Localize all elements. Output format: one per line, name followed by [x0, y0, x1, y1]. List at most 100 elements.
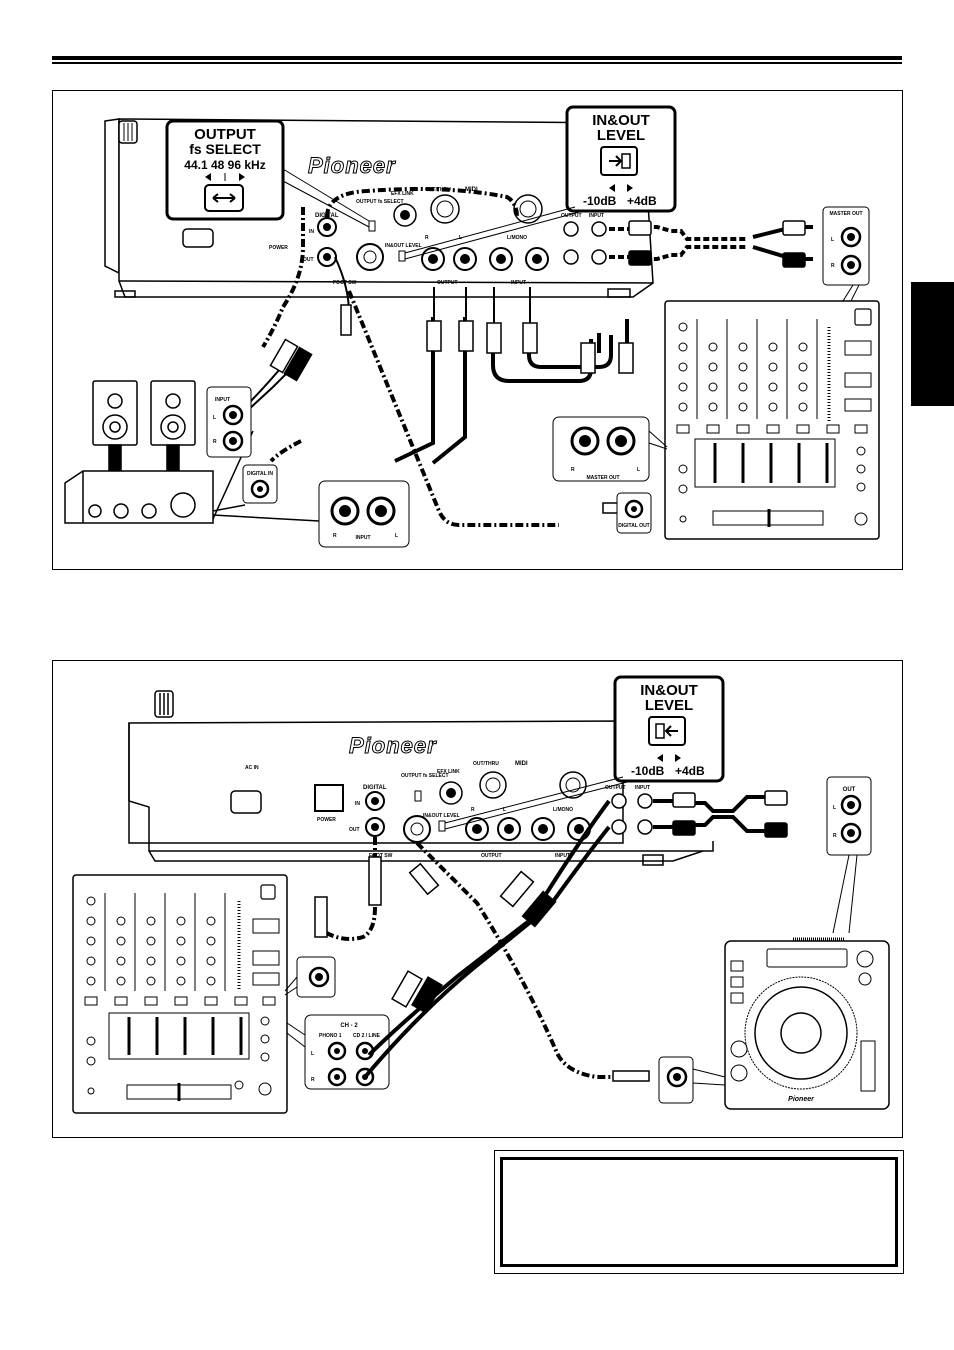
label-output-r-2: R: [471, 807, 475, 813]
label-in-out-level-2: IN&OUT LEVEL: [423, 813, 460, 819]
output-jack-l-2[interactable]: [497, 817, 521, 841]
digital-in-jack-2[interactable]: [365, 791, 385, 811]
section-tab: [911, 282, 954, 406]
svg-text:OUT: OUT: [843, 787, 856, 793]
midi-jack-2a[interactable]: [479, 771, 507, 799]
mixer-master-out-box: R L MASTER OUT: [552, 416, 668, 482]
fs-select-switch[interactable]: [368, 220, 376, 232]
connection-diagram-1: Pioneer DIGITAL IN OUT POWER FOOT SW OUT…: [52, 90, 903, 570]
header-rule-thick: [52, 56, 902, 60]
output-jack-l[interactable]: [453, 247, 477, 271]
label-in-out-level: IN&OUT LEVEL: [385, 243, 422, 249]
cd-player: [724, 937, 890, 1110]
svg-text:DIGITAL OUT: DIGITAL OUT: [618, 523, 649, 529]
svg-text:L: L: [833, 805, 836, 811]
label-in: IN: [309, 229, 314, 235]
rca-output-jacks[interactable]: [563, 221, 607, 265]
label-output-r: R: [425, 235, 429, 241]
svg-text:-10dB: -10dB: [631, 764, 665, 778]
cdj-brand-logo: Pioneer: [788, 1096, 815, 1103]
speakers: [92, 380, 196, 480]
svg-text:L: L: [311, 1051, 314, 1057]
efx-link-jack[interactable]: [393, 203, 417, 227]
svg-text:R: R: [311, 1077, 315, 1083]
top-knob: [118, 120, 138, 144]
foot-sw-jack-2[interactable]: [403, 815, 431, 843]
label-power-2: POWER: [317, 817, 336, 823]
label-input: INPUT: [511, 280, 526, 286]
svg-text:L: L: [395, 533, 398, 539]
input-jack-r[interactable]: [489, 247, 513, 271]
digital-out-jack[interactable]: [317, 247, 337, 267]
digital-cables: [261, 187, 559, 527]
power-switch[interactable]: [314, 784, 344, 812]
svg-text:+4dB: +4dB: [627, 194, 657, 208]
svg-text:44.1 48 96 kHz: 44.1 48 96 kHz: [184, 158, 265, 172]
svg-text:R: R: [571, 467, 575, 473]
svg-text:IN&OUT: IN&OUT: [640, 682, 698, 699]
svg-text:IN&OUT: IN&OUT: [592, 112, 650, 129]
input-jack-l[interactable]: [525, 247, 549, 271]
label-efx-link: EFX LINK: [391, 191, 414, 197]
callout-output-fs-select: OUTPUT fs SELECT 44.1 48 96 kHz: [165, 119, 370, 228]
cdj-out-box: OUT L R: [826, 776, 872, 934]
svg-text:PHONO 1: PHONO 1: [319, 1033, 342, 1039]
label-out-2: OUT: [349, 827, 360, 833]
level-switch[interactable]: [398, 250, 406, 262]
svg-text:INPUT: INPUT: [215, 397, 230, 403]
label-l-mono: L/MONO: [507, 235, 527, 241]
midi-jack-2[interactable]: [513, 194, 543, 224]
note-box: [500, 1157, 898, 1267]
label-rca-output: OUTPUT: [561, 213, 582, 219]
brand-logo: Pioneer: [308, 153, 396, 178]
svg-text:R: R: [333, 533, 337, 539]
label-output-l-2: L: [503, 807, 506, 813]
svg-text:L: L: [637, 467, 640, 473]
label-rca-output-2: OUTPUT: [605, 785, 626, 791]
phone-cables: [394, 317, 629, 465]
svg-text:INPUT: INPUT: [356, 535, 371, 541]
svg-text:R: R: [833, 833, 837, 839]
dj-mixer: [664, 300, 880, 540]
label-input-2: INPUT: [555, 853, 570, 859]
svg-text:LEVEL: LEVEL: [597, 127, 645, 144]
svg-text:CD 2 / LINE: CD 2 / LINE: [353, 1033, 381, 1039]
label-fs-select-2: OUTPUT fs SELECT: [401, 773, 449, 779]
digital-cables-2: [321, 837, 641, 1079]
output-jack-r[interactable]: [421, 247, 445, 271]
amp-input-box: INPUT L R: [206, 386, 252, 458]
svg-text:L: L: [213, 415, 216, 421]
label-rca-input: INPUT: [589, 213, 604, 219]
digital-in-box: DIGITAL IN: [242, 464, 278, 504]
label-fs-select: OUTPUT fs SELECT: [356, 199, 404, 205]
label-digital-2: DIGITAL: [363, 785, 387, 791]
level-switch-2[interactable]: [438, 820, 446, 832]
svg-text:L: L: [831, 237, 834, 243]
rca-jacks-2[interactable]: [611, 793, 653, 835]
svg-text:OUTPUT: OUTPUT: [194, 126, 256, 143]
svg-text:fs SELECT: fs SELECT: [189, 141, 261, 157]
brand-logo-2: Pioneer: [349, 733, 437, 758]
fs-select-switch-2[interactable]: [414, 790, 422, 802]
master-out-box: MASTER OUT L R: [822, 206, 870, 302]
label-midi-2: MIDI: [515, 761, 528, 767]
svg-text:R: R: [831, 263, 835, 269]
label-foot-sw-2: FOOT SW: [369, 853, 393, 859]
label-out: OUT: [303, 257, 314, 263]
header-rule-thin: [52, 62, 902, 64]
output-jack-r-2[interactable]: [465, 817, 489, 841]
input-jack-r-2[interactable]: [531, 817, 555, 841]
callout-in-out-level: IN&OUT LEVEL -10dB +4dB: [404, 105, 677, 260]
svg-text:+4dB: +4dB: [675, 764, 705, 778]
efx-link-jack-2[interactable]: [439, 781, 463, 805]
midi-jack-1[interactable]: [430, 194, 460, 224]
label-power: POWER: [269, 245, 288, 251]
mixer-digital-out-box: DIGITAL OUT: [616, 492, 652, 534]
callout-in-out-level-2: IN&OUT LEVEL -10dB +4dB: [444, 675, 725, 830]
digital-in-jack[interactable]: [317, 217, 337, 237]
svg-text:CH - 2: CH - 2: [340, 1023, 358, 1029]
foot-sw-jack[interactable]: [356, 243, 384, 271]
label-efx-link-2: EFX LINK: [437, 769, 460, 775]
label-output-2: OUTPUT: [481, 853, 502, 859]
digital-out-jack-2[interactable]: [365, 817, 385, 837]
